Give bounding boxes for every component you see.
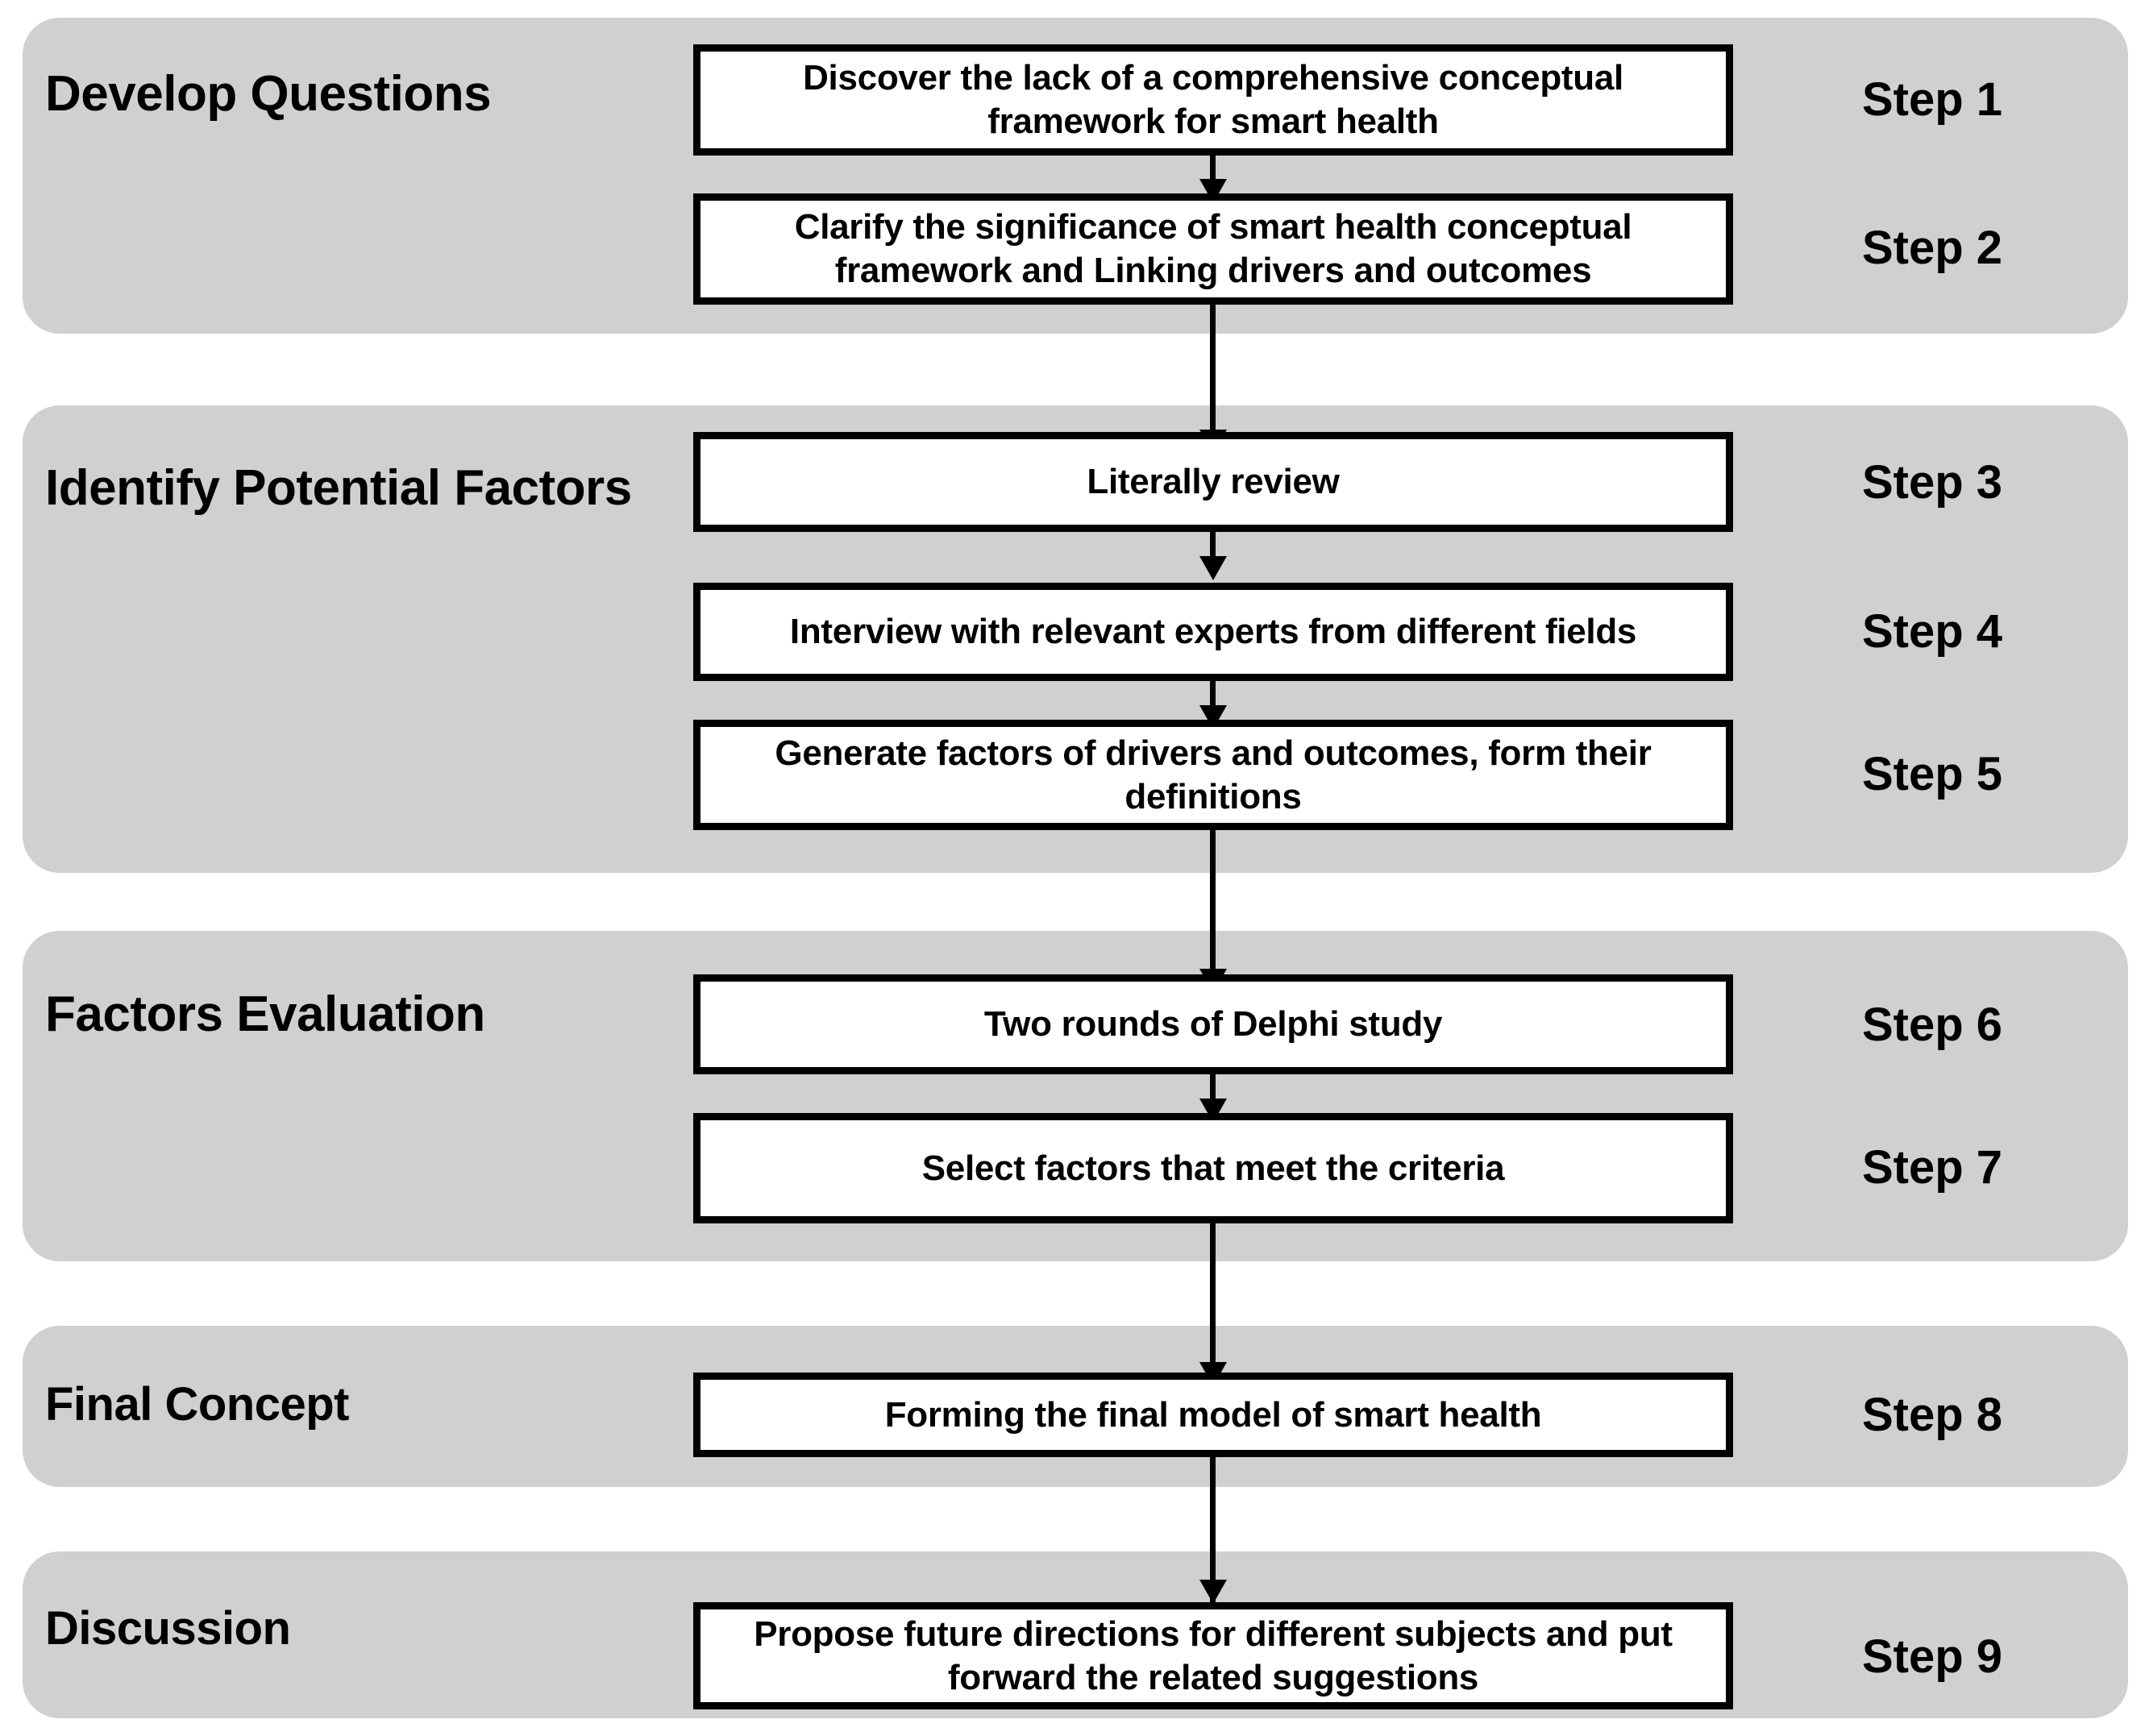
process-box-step-4-text: Interview with relevant experts from dif… [789, 612, 1637, 652]
connector-step7-step8 [1210, 1223, 1216, 1377]
arrow-head-step8-step9 [1199, 1580, 1227, 1604]
process-box-step-9[interactable]: Propose future directions for different … [693, 1602, 1733, 1709]
step-number-9: Step 9 [1862, 1630, 2003, 1683]
arrow-head-step3-step4 [1199, 556, 1227, 580]
step-number-7: Step 7 [1862, 1141, 2003, 1194]
stage-label-discussion: Discussion [45, 1602, 291, 1655]
process-box-step-1-text: Discover the lack of a comprehensive con… [803, 58, 1623, 141]
connector-step6-step7 [1210, 1074, 1216, 1113]
process-box-step-8[interactable]: Forming the final model of smart health [693, 1373, 1733, 1457]
step-number-5: Step 5 [1862, 748, 2003, 800]
process-box-step-5[interactable]: Generate factors of drivers and outcomes… [693, 720, 1733, 830]
step-number-3: Step 3 [1862, 456, 2003, 509]
step-number-4: Step 4 [1862, 605, 2003, 658]
process-box-step-4[interactable]: Interview with relevant experts from dif… [693, 583, 1733, 681]
connector-step5-step6 [1210, 830, 1216, 983]
connector-step2-step3 [1210, 305, 1216, 443]
stage-label-final-concept: Final Concept [45, 1378, 349, 1431]
step-number-6: Step 6 [1862, 999, 2003, 1051]
step-number-1: Step 1 [1862, 73, 2003, 126]
process-box-step-7[interactable]: Select factors that meet the criteria [693, 1113, 1733, 1223]
connector-step1-step2 [1210, 155, 1216, 185]
connector-step4-step5 [1210, 681, 1216, 720]
connector-step8-step9 [1210, 1457, 1216, 1602]
process-box-step-2-text: Clarify the significance of smart health… [794, 207, 1632, 290]
process-box-step-6[interactable]: Two rounds of Delphi study [693, 974, 1733, 1074]
process-box-step-7-text: Select factors that meet the criteria [921, 1148, 1505, 1188]
stage-label-factors-evaluation: Factors Evaluation [45, 986, 485, 1042]
process-box-step-3-text: Literally review [1087, 462, 1340, 502]
process-box-step-3[interactable]: Literally review [693, 432, 1733, 532]
process-box-step-9-text: Propose future directions for different … [754, 1613, 1673, 1697]
connector-step3-step4 [1210, 532, 1216, 571]
stage-label-identify-potential-factors: Identify Potential Factors [45, 460, 632, 516]
process-box-step-6-text: Two rounds of Delphi study [983, 1004, 1443, 1045]
process-box-step-8-text: Forming the final model of smart health [884, 1394, 1542, 1435]
step-number-8: Step 8 [1862, 1389, 2003, 1441]
process-box-step-5-text: Generate factors of drivers and outcomes… [775, 733, 1652, 816]
stage-label-develop-questions: Develop Questions [45, 66, 492, 122]
process-box-step-1[interactable]: Discover the lack of a comprehensive con… [693, 44, 1733, 156]
step-number-2: Step 2 [1862, 222, 2003, 274]
process-box-step-2[interactable]: Clarify the significance of smart health… [693, 193, 1733, 305]
